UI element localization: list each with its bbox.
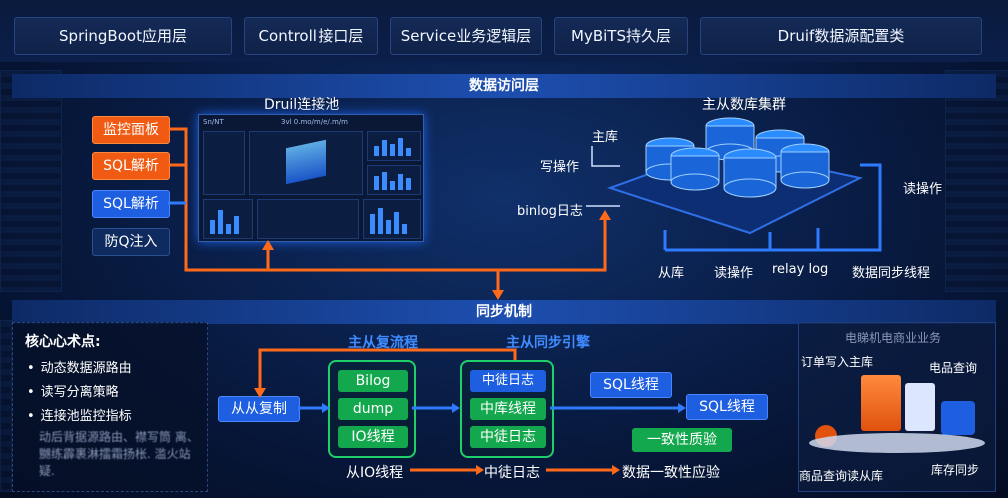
druid-dashboard: Sn/NT 3vl 0.mo/m/e/.m/m bbox=[198, 114, 424, 242]
anti-injection-button[interactable]: 防Q注入 bbox=[92, 228, 170, 256]
replicate-button[interactable]: 从从复制 bbox=[218, 396, 300, 422]
query-slave-label: 商品查询读从库 bbox=[799, 469, 884, 483]
tab-druid-config[interactable]: Druif数据源配置类 bbox=[700, 17, 982, 55]
tab-springboot[interactable]: SpringBoot应用层 bbox=[14, 17, 232, 55]
shelf-icon bbox=[905, 383, 935, 431]
core-point-item: 读写分离策略 bbox=[27, 381, 119, 400]
relay-log-step[interactable]: 中徒日志 bbox=[470, 370, 546, 392]
relay-thread-step[interactable]: 中库线程 bbox=[470, 398, 546, 420]
sync-thread-label: 数据同步线程 bbox=[852, 266, 931, 281]
core-points-panel: 核心心术点: 动态数据源路由 读写分离策略 连接池监控指标 动后背据源路由、襟写… bbox=[12, 322, 208, 492]
dashboard-header: 3vl 0.mo/m/e/.m/m bbox=[281, 118, 348, 126]
master-db-label: 主库 bbox=[592, 130, 619, 145]
tab-controller[interactable]: Controll 接口层 bbox=[244, 17, 378, 55]
data-access-band: 数据访问层 bbox=[12, 74, 996, 98]
ecommerce-title: 电睇机电商业业务 bbox=[845, 331, 942, 345]
stock-sync-label: 库存同步 bbox=[931, 463, 980, 477]
sql-thread-button-2[interactable]: SQL线程 bbox=[686, 394, 768, 420]
sql-parse-button[interactable]: SQL解析 bbox=[92, 152, 170, 180]
slave-db-label: 从库 bbox=[658, 266, 685, 281]
product-query-label: 电品查询 bbox=[929, 361, 978, 375]
dashboard-3d-panel bbox=[249, 131, 363, 195]
tab-mybatis[interactable]: MyBiTS持久层 bbox=[554, 17, 688, 55]
sql-parse-button-secondary[interactable]: SQL解析 bbox=[92, 190, 170, 218]
dashboard-chart-panel bbox=[367, 165, 421, 195]
tab-service[interactable]: Service业务逻辑层 bbox=[390, 17, 542, 55]
ecommerce-panel: 电睇机电商业业务 订单写入主库 电品查询 商品查询读从库 库存同步 bbox=[798, 322, 996, 492]
core-points-blurred-text: 动后背据源路由、襟写筒 离、嬲练霹裹淋擂霜扬枨. 滥火站疑. bbox=[39, 430, 199, 478]
druid-pool-title: Druil连接池 bbox=[264, 97, 340, 113]
layer-header: SpringBoot应用层 Controll 接口层 Service业务逻辑层 … bbox=[0, 0, 1008, 62]
dashboard-tag: Sn/NT bbox=[203, 118, 224, 126]
core-points-title: 核心心术点: bbox=[25, 334, 101, 350]
server-rack-decoration bbox=[945, 70, 1008, 292]
dashboard-table-panel bbox=[257, 199, 359, 239]
consistency-verify-label: 数据一致性应验 bbox=[622, 465, 720, 481]
db-cluster-graphic bbox=[606, 117, 863, 235]
dashboard-chart-panel bbox=[367, 131, 421, 161]
relay-log-step-2[interactable]: 中徒日志 bbox=[470, 426, 546, 448]
binlog-label: binlog日志 bbox=[517, 204, 583, 219]
dashboard-chart-panel bbox=[203, 199, 253, 239]
monitor-icon bbox=[941, 401, 975, 435]
read-op-label: 读操作 bbox=[714, 266, 754, 281]
io-thread-step[interactable]: IO线程 bbox=[338, 426, 408, 448]
sync-mechanism-band: 同步机制 bbox=[12, 300, 996, 324]
sync-engine-title: 主从同步引擎 bbox=[506, 335, 590, 351]
platform-base bbox=[809, 433, 985, 453]
relay-log-label-bottom: 中徒日志 bbox=[484, 465, 540, 481]
server-rack-decoration bbox=[0, 70, 62, 292]
binlog-step[interactable]: Bilog bbox=[338, 370, 408, 392]
sql-thread-button[interactable]: SQL线程 bbox=[590, 372, 672, 398]
order-write-label: 订单写入主库 bbox=[801, 355, 874, 369]
cluster-title: 主从数库集群 bbox=[702, 97, 786, 113]
read-op-label-right: 读操作 bbox=[903, 182, 943, 197]
write-op-label: 写操作 bbox=[540, 160, 580, 175]
store-building-icon bbox=[861, 375, 901, 431]
relay-group: 中徒日志 中库线程 中徒日志 bbox=[460, 360, 554, 458]
consistency-check-button[interactable]: 一致性质验 bbox=[632, 428, 732, 452]
dump-step[interactable]: dump bbox=[338, 398, 408, 420]
dashboard-list-panel bbox=[203, 131, 245, 195]
io-thread-label: 从IO线程 bbox=[346, 465, 404, 481]
server-rack-decoration bbox=[0, 320, 12, 492]
relay-log-label: relay log bbox=[772, 262, 829, 277]
core-point-item: 动态数据源路由 bbox=[27, 357, 132, 376]
replication-flow-title: 主从复流程 bbox=[348, 335, 418, 351]
core-point-item: 连接池监控指标 bbox=[27, 405, 132, 424]
monitor-panel-button[interactable]: 监控面板 bbox=[92, 116, 170, 144]
dashboard-chart-panel bbox=[363, 199, 421, 239]
